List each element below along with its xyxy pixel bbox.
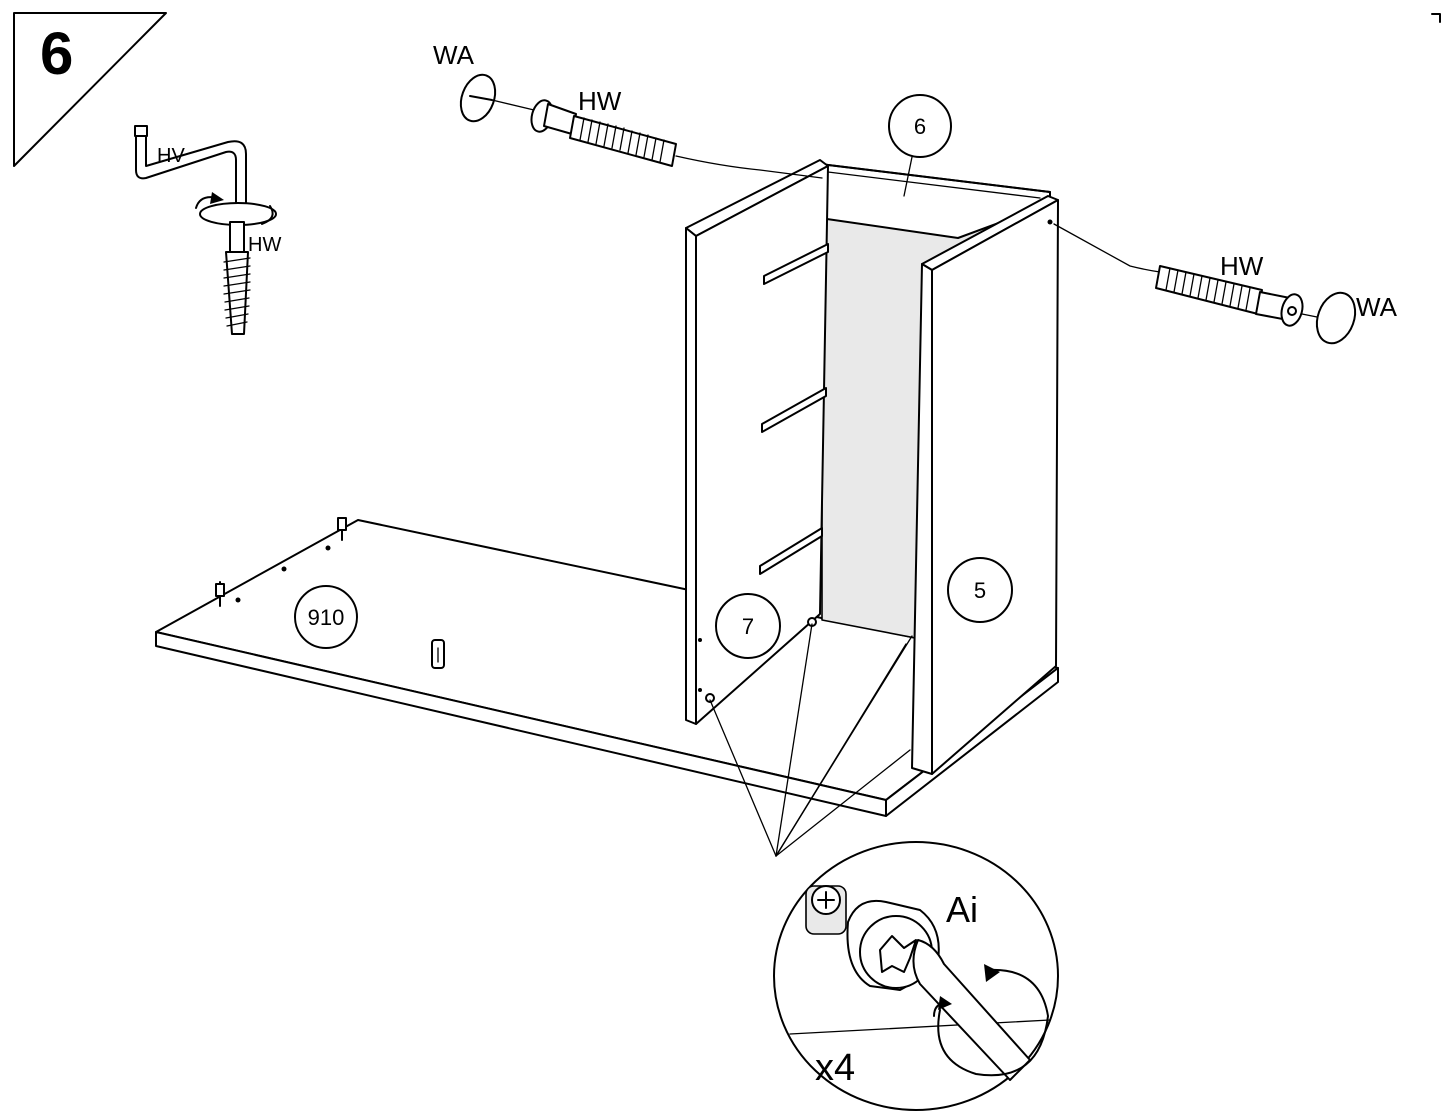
left-side-panel [685, 159, 829, 725]
part-callout-top: 6 [888, 94, 952, 197]
step-badge: 6 [13, 12, 167, 167]
corner-mark [1431, 13, 1441, 23]
right-dowel-hardware [1053, 223, 1357, 345]
part-number-top: 6 [914, 114, 926, 139]
part-number-bottom: 910 [308, 605, 345, 630]
part-callout-bottom: 910 [294, 585, 358, 649]
wa-left-label: WA [433, 40, 475, 70]
hw-left-label: HW [578, 86, 622, 116]
part-number-right-side: 5 [974, 578, 986, 603]
hw-right-label: HW [1220, 251, 1264, 281]
step-number: 6 [40, 20, 73, 87]
part-callout-left-side: 7 [715, 593, 781, 659]
bottom-panel [155, 517, 1059, 817]
left-dowel-hardware [459, 73, 823, 179]
hv-tool-label: HV [157, 145, 185, 167]
detail-label-ai: Ai [946, 889, 978, 930]
right-side-panel [911, 195, 1059, 775]
hw-screw-label: HW [248, 234, 281, 256]
part-callout-right-side: 5 [947, 557, 1013, 623]
hex-key-tool [134, 125, 277, 335]
cam-lock-detail [773, 841, 1059, 1111]
detail-leader-lines [709, 623, 913, 857]
wa-right-label: WA [1356, 292, 1398, 322]
detail-quantity: x4 [815, 1047, 855, 1089]
part-number-left-side: 7 [742, 614, 754, 639]
